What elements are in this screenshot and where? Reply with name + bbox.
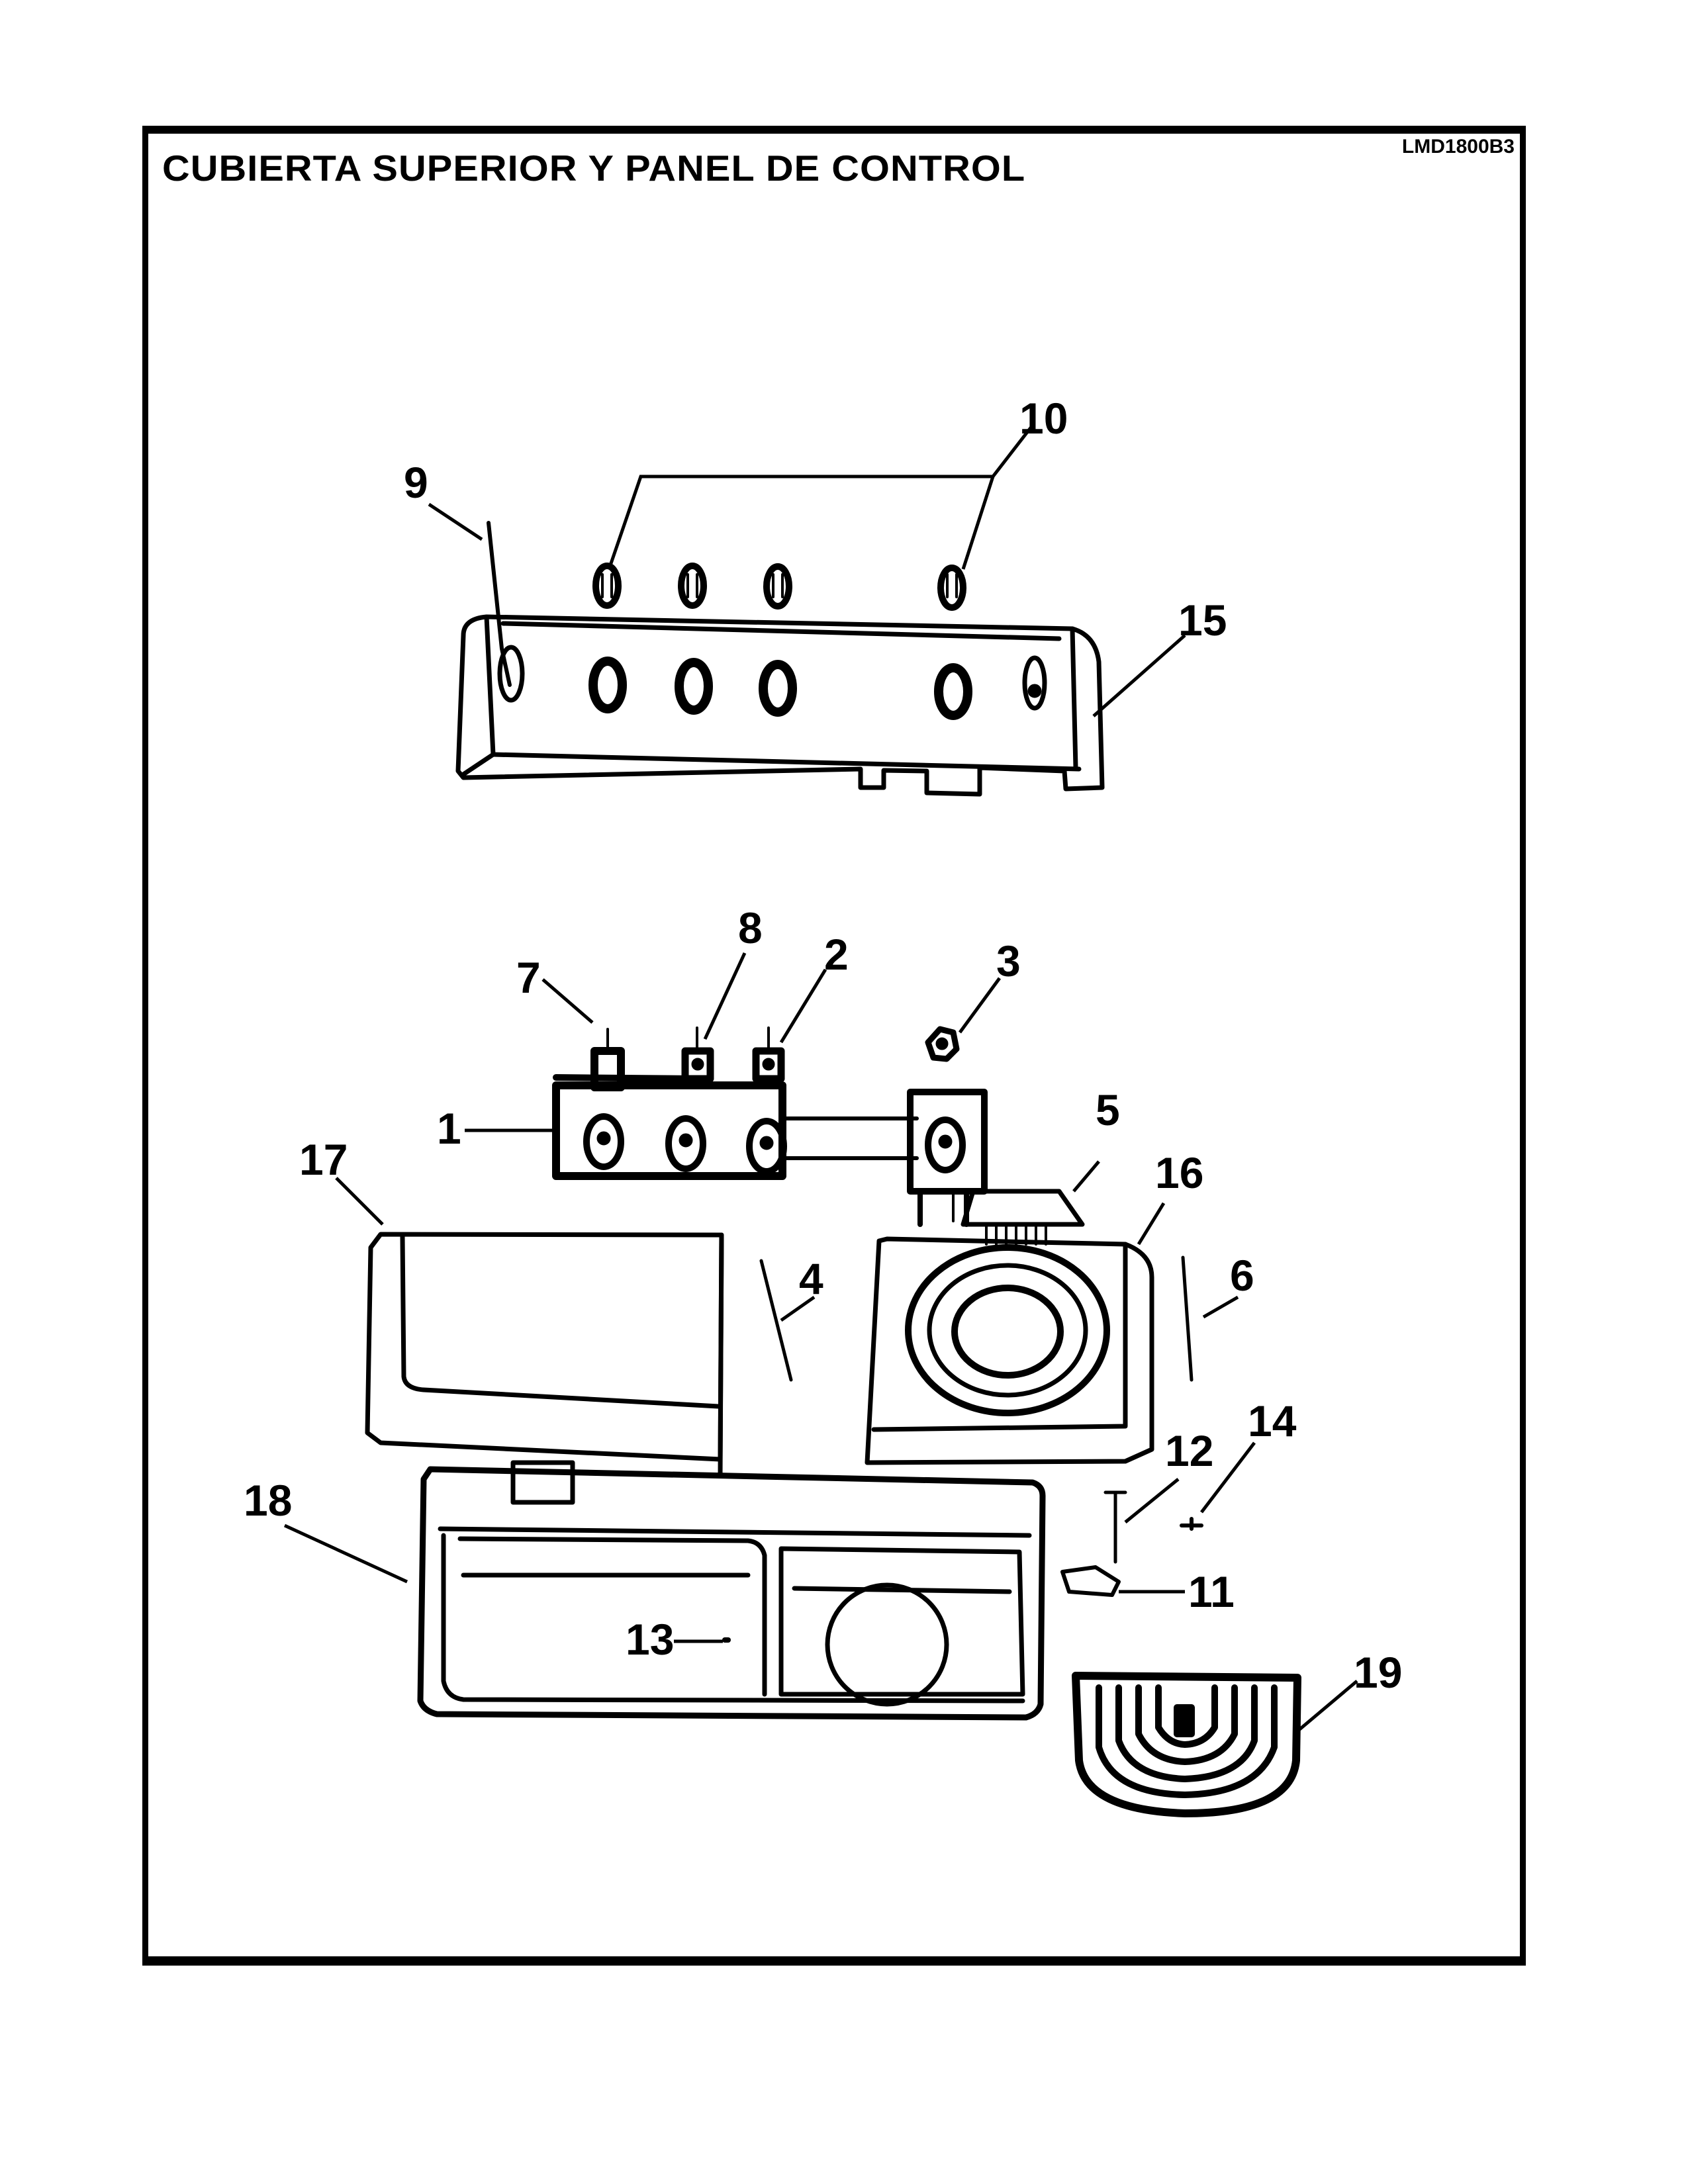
callout-19: 19 xyxy=(1354,1648,1402,1697)
part-7-timer xyxy=(590,1028,625,1091)
part-19-spin-cover xyxy=(1072,1672,1301,1817)
page-title: CUBIERTA SUPERIOR Y PANEL DE CONTROL xyxy=(162,148,1026,189)
part-4-rod xyxy=(759,1259,793,1382)
callout-13: 13 xyxy=(626,1615,674,1664)
part-10-knobs xyxy=(592,563,966,611)
part-11-lid-switch xyxy=(1060,1565,1121,1597)
part-2-switch xyxy=(752,1026,785,1083)
callout-8: 8 xyxy=(738,903,763,952)
callout-labels: 9 10 15 7 8 2 3 1 5 16 6 17 4 18 13 12 1… xyxy=(244,394,1402,1697)
callout-3: 3 xyxy=(996,936,1021,985)
callout-17: 17 xyxy=(299,1135,348,1184)
callout-9: 9 xyxy=(404,458,428,507)
callout-1: 1 xyxy=(437,1104,461,1153)
part-6-rod xyxy=(1181,1255,1194,1382)
part-16-spin-lid xyxy=(865,1189,1154,1465)
part-8-switch xyxy=(681,1026,714,1083)
callout-11: 11 xyxy=(1188,1567,1235,1616)
callout-16: 16 xyxy=(1155,1148,1203,1197)
callout-7: 7 xyxy=(516,953,541,1002)
part-17-wash-lid xyxy=(365,1232,724,1479)
part-12-spring xyxy=(1103,1490,1127,1564)
callout-18: 18 xyxy=(244,1476,292,1525)
model-number: LMD1800B3 xyxy=(1401,136,1515,158)
leader-lines xyxy=(283,426,1358,1735)
callout-14: 14 xyxy=(1248,1396,1297,1445)
callout-12: 12 xyxy=(1165,1426,1213,1475)
callout-4: 4 xyxy=(799,1254,823,1303)
part-9-rod xyxy=(487,521,512,687)
part-1-control-board xyxy=(552,1074,988,1227)
part-14-clip xyxy=(1180,1517,1203,1531)
callout-15: 15 xyxy=(1178,596,1227,645)
callout-10: 10 xyxy=(1019,394,1068,443)
part-3-knob-base xyxy=(925,1026,960,1062)
part-18-top-cover xyxy=(417,1460,1046,1721)
part-15-control-panel xyxy=(455,614,1105,797)
callout-2: 2 xyxy=(824,930,849,979)
callout-5: 5 xyxy=(1096,1085,1120,1134)
diagram-frame xyxy=(142,126,1526,1966)
callout-6: 6 xyxy=(1230,1251,1254,1300)
